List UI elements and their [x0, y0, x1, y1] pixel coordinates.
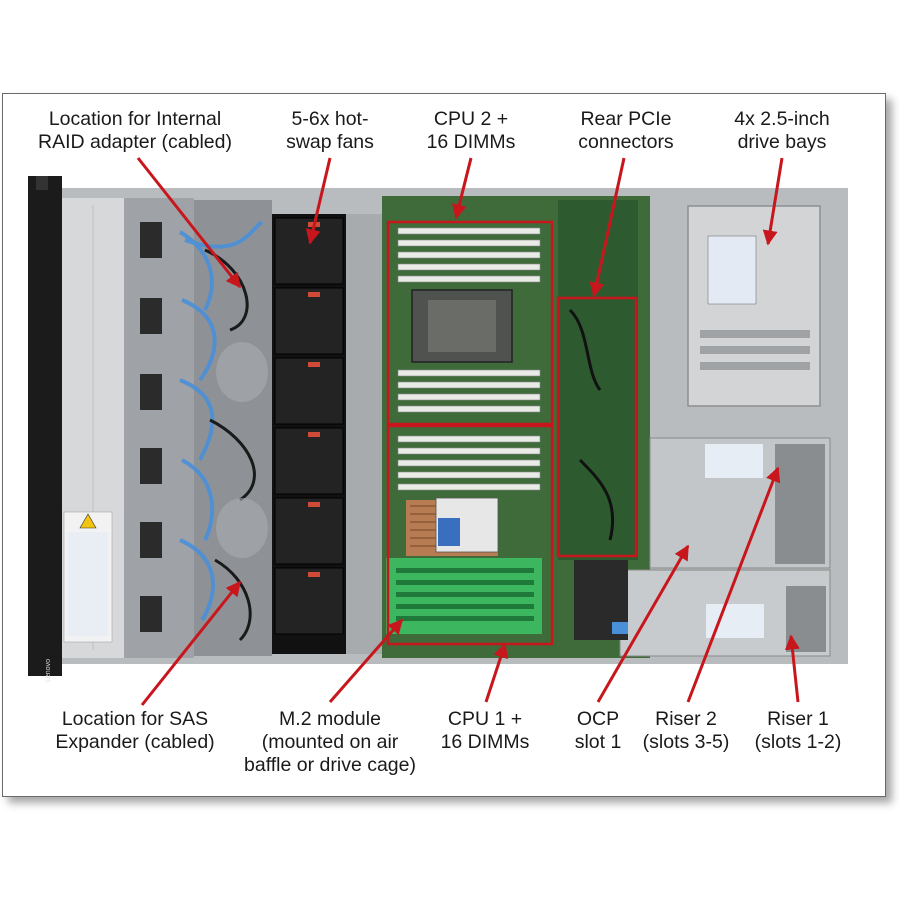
cpu2-highlight-box — [386, 220, 554, 426]
callout-raid-adapter: Location for Internal RAID adapter (cabl… — [37, 108, 232, 153]
callout-ocp-slot: OCP slot 1 — [574, 708, 622, 753]
dimm-slots-cpu2 — [397, 227, 541, 413]
front-bezel — [28, 176, 62, 676]
callout-riser1: Riser 1 (slots 1-2) — [754, 708, 842, 753]
callout-m2-module: M.2 module (mounted on air baffle or dri… — [244, 708, 416, 776]
dimm-slots-cpu1 — [397, 435, 541, 491]
callout-sas-expander: Location for SAS Expander (cabled) — [55, 708, 215, 753]
m2-dimm-highlight — [386, 558, 542, 634]
drive-backplane — [124, 198, 194, 658]
fan-bank — [272, 214, 346, 654]
bezel-brand: Lenovo — [45, 659, 52, 682]
callout-hot-swap-fans: 5-6x hot- swap fans — [286, 108, 374, 153]
callout-rear-pcie: Rear PCIe connectors — [578, 108, 674, 153]
cpu1-highlight-box — [386, 424, 554, 646]
callout-drive-bays: 4x 2.5-inch drive bays — [734, 108, 830, 153]
callout-riser2: Riser 2 (slots 3-5) — [642, 708, 730, 753]
rear-io-area — [558, 200, 638, 560]
callout-cpu1-dimms: CPU 1 + 16 DIMMs — [440, 708, 530, 753]
callout-cpu2-dimms: CPU 2 + 16 DIMMs — [426, 108, 516, 153]
